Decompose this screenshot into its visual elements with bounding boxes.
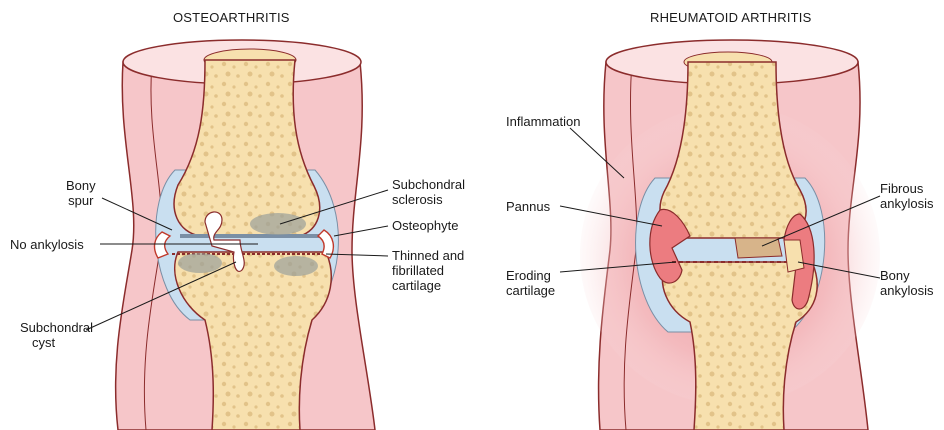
- label-pannus: Pannus: [506, 199, 550, 214]
- oa-sclerosis-lower-right: [274, 256, 318, 276]
- label-eroding-cartilage: Eroding cartilage: [506, 268, 555, 298]
- label-bony-spur: Bony spur: [66, 178, 96, 208]
- ra-joint: [580, 40, 880, 430]
- label-subchondral-sclerosis: Subchondral sclerosis: [392, 177, 465, 207]
- ra-bony-ankylosis: [784, 240, 804, 272]
- oa-title: OSTEOARTHRITIS: [173, 10, 290, 25]
- ra-title: RHEUMATOID ARTHRITIS: [650, 10, 811, 25]
- label-osteophyte: Osteophyte: [392, 218, 459, 233]
- oa-joint: [116, 40, 375, 430]
- label-bony-ankylosis: Bony ankylosis: [880, 268, 933, 298]
- label-thinned-cartilage: Thinned and fibrillated cartilage: [392, 248, 464, 293]
- label-subchondral-cyst: Subchondral cyst: [20, 320, 93, 350]
- oa-sclerosis-lower-left: [178, 253, 222, 273]
- label-inflammation: Inflammation: [506, 114, 580, 129]
- label-fibrous-ankylosis: Fibrous ankylosis: [880, 181, 933, 211]
- oa-sclerosis-upper: [250, 213, 306, 235]
- label-no-ankylosis: No ankylosis: [10, 237, 84, 252]
